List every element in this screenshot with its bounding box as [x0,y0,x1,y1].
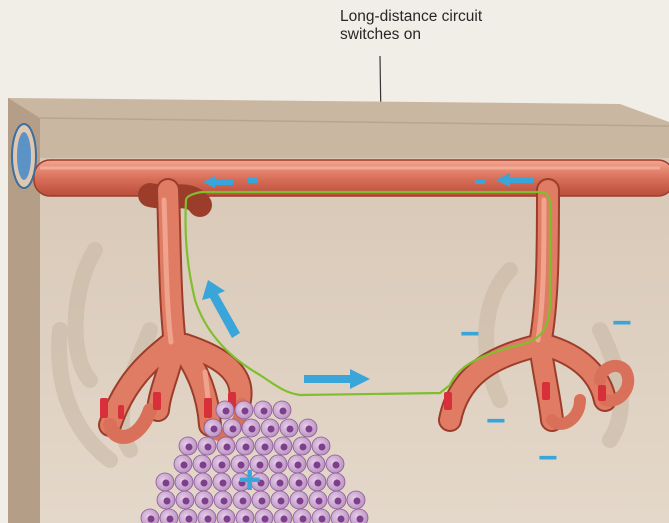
cell-nucleus [249,426,256,433]
cell-nucleus [183,498,190,505]
cell-nucleus [224,444,231,451]
cell-nucleus [268,426,275,433]
block-front-face [40,158,669,523]
cell-nucleus [281,516,288,523]
cell-nucleus [211,426,218,433]
cell-nucleus [287,426,294,433]
cell-nucleus [163,480,170,487]
cell-nucleus [333,462,340,469]
cell-nucleus [335,498,342,505]
cell-nucleus [181,462,188,469]
cell-nucleus [261,408,268,415]
cell-nucleus [306,426,313,433]
cell-nucleus [205,516,212,523]
cell-nucleus [300,516,307,523]
cell-nucleus [296,480,303,487]
cell-nucleus [205,444,212,451]
cell-nucleus [243,444,250,451]
cell-nucleus [281,444,288,451]
cell-nucleus [295,462,302,469]
cell-nucleus [319,444,326,451]
cell-nucleus [202,498,209,505]
cell-nucleus [220,480,227,487]
cell-nucleus [277,480,284,487]
cell-nucleus [230,426,237,433]
cell-nucleus [278,498,285,505]
cell-nucleus [315,480,322,487]
cell-nucleus [280,408,287,415]
cell-nucleus [354,498,361,505]
cell-nucleus [338,516,345,523]
negative-symbol: − [460,315,480,353]
cell-nucleus [314,462,321,469]
cell-nucleus [276,462,283,469]
negative-symbol: − [486,402,506,440]
positive-symbol: + [238,458,261,502]
cell-nucleus [316,498,323,505]
cell-nucleus [242,408,249,415]
cell-nucleus [221,498,228,505]
cell-nucleus [300,444,307,451]
cell-nucleus [201,480,208,487]
cell-nucleus [243,516,250,523]
cell-nucleus [200,462,207,469]
cell-nucleus [262,516,269,523]
cell-nucleus [262,444,269,451]
cell-nucleus [167,516,174,523]
cell-nucleus [182,480,189,487]
cell-nucleus [224,516,231,523]
negative-symbol: − [612,304,632,342]
cell-nucleus [334,480,341,487]
cell-nucleus [297,498,304,505]
block-top-face [8,98,669,160]
cell-nucleus [319,516,326,523]
cell-nucleus [164,498,171,505]
cell-nucleus [186,516,193,523]
cell-nucleus [357,516,364,523]
cell-nucleus [223,408,230,415]
cell-nucleus [148,516,155,523]
negative-symbol: − [538,439,558,477]
cell-nucleus [219,462,226,469]
cell-nucleus [186,444,193,451]
